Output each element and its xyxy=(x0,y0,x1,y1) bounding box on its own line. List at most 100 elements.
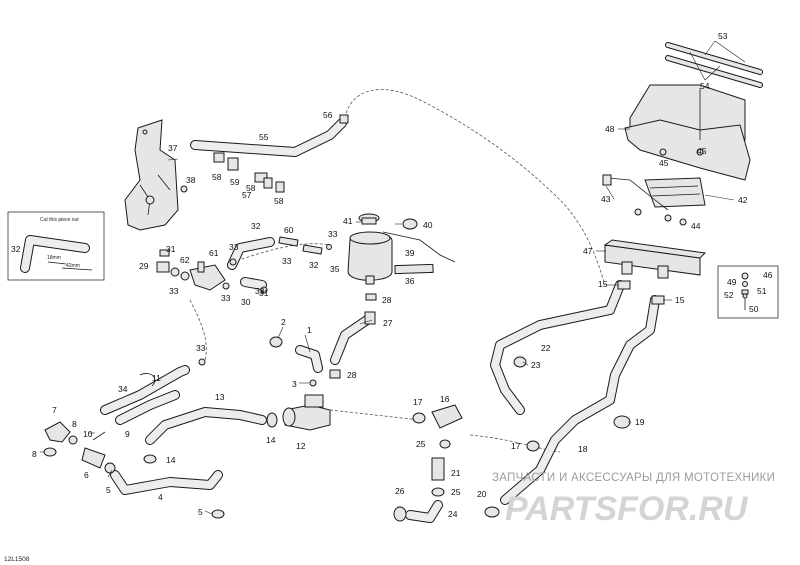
hose-18 xyxy=(500,280,665,505)
hose-27 xyxy=(329,311,376,379)
hose-34-9 xyxy=(100,358,206,425)
callout-13: 13 xyxy=(215,392,225,402)
callout-6: 6 xyxy=(84,470,89,480)
callout-36: 36 xyxy=(405,276,415,286)
callout-17-b: 17 xyxy=(511,441,521,451)
callout-53: 53 xyxy=(718,31,728,41)
bracket-37 xyxy=(124,119,179,231)
inset-title: Cut this piece out xyxy=(40,217,79,223)
callout-45-a: 45 xyxy=(659,158,669,168)
callout-5-a: 5 xyxy=(106,485,111,495)
tee-16-parts xyxy=(393,404,500,523)
hose-1 xyxy=(269,336,323,387)
callout-51: 51 xyxy=(757,286,767,296)
callout-50: 50 xyxy=(749,304,759,314)
callout-33-e: 33 xyxy=(328,229,338,239)
callout-37: 37 xyxy=(168,143,178,153)
callout-33-b: 33 xyxy=(229,242,239,252)
watermark-logo: PARTSFOR.RU xyxy=(505,490,749,528)
cooler-42 xyxy=(602,148,706,226)
callout-29: 29 xyxy=(139,261,149,271)
callout-38: 38 xyxy=(186,175,196,185)
callout-numbers: 1 2 3 4 5 5 6 7 8 8 9 10 11 12 13 14 14 … xyxy=(11,31,773,519)
callout-32-b: 32 xyxy=(251,221,261,231)
callout-54: 54 xyxy=(700,81,710,91)
callout-44: 44 xyxy=(691,221,701,231)
callout-24: 24 xyxy=(448,509,458,519)
callout-15-a: 15 xyxy=(598,279,608,289)
pump-12 xyxy=(266,394,331,431)
callout-58-c: 58 xyxy=(274,196,284,206)
callout-14-a: 14 xyxy=(266,435,276,445)
callout-33-g: 33 xyxy=(255,286,265,296)
callout-4: 4 xyxy=(158,492,163,502)
callout-40: 40 xyxy=(423,220,433,230)
callout-3: 3 xyxy=(292,379,297,389)
vent-line-middle xyxy=(231,243,331,263)
callout-48: 48 xyxy=(605,124,615,134)
callout-22: 22 xyxy=(541,343,551,353)
callout-25-a: 25 xyxy=(416,439,426,449)
callout-49: 49 xyxy=(727,277,737,287)
callout-25-b: 25 xyxy=(451,487,461,497)
callout-62: 62 xyxy=(180,255,190,265)
vent-line-upper xyxy=(344,89,606,286)
callout-59: 59 xyxy=(230,177,240,187)
cut-piece-inset xyxy=(7,211,105,281)
callout-11: 11 xyxy=(152,373,161,383)
callout-19: 19 xyxy=(635,417,645,427)
reservoir-47 xyxy=(603,239,707,279)
callout-16: 16 xyxy=(440,394,450,404)
inset-dim-a: 18mm xyxy=(47,255,61,261)
callout-32-a: 32 xyxy=(11,244,21,254)
callout-9: 9 xyxy=(125,429,130,439)
callout-12: 12 xyxy=(296,441,306,451)
callout-31-a: 31 xyxy=(166,244,176,254)
callout-14-b: 14 xyxy=(166,455,176,465)
callout-7: 7 xyxy=(52,405,57,415)
callout-47: 47 xyxy=(583,246,593,256)
callout-17-a: 17 xyxy=(413,397,423,407)
callout-43: 43 xyxy=(601,194,611,204)
callout-2: 2 xyxy=(281,317,286,327)
watermark: ЗАПЧАСТИ И АКСЕССУАРЫ ДЛЯ МОТОТЕХНИКИ PA… xyxy=(492,472,775,528)
callout-45-b: 45 xyxy=(697,146,707,156)
callout-33-d: 33 xyxy=(282,256,292,266)
callout-33-a: 33 xyxy=(169,286,179,296)
callout-58-a: 58 xyxy=(212,172,222,182)
callout-8-b: 8 xyxy=(32,449,37,459)
callout-28-b: 28 xyxy=(382,295,392,305)
callout-35: 35 xyxy=(330,264,340,274)
callout-60: 60 xyxy=(284,225,294,235)
callout-42: 42 xyxy=(738,195,748,205)
hardware-inset xyxy=(717,265,779,319)
hose-13 xyxy=(145,407,267,445)
callout-31-b: 31 xyxy=(259,288,269,298)
callout-18: 18 xyxy=(578,444,588,454)
cover-48 xyxy=(618,84,751,181)
callout-15-b: 15 xyxy=(675,295,685,305)
elbow-fittings xyxy=(43,421,116,474)
callout-32-c: 32 xyxy=(309,260,319,270)
callout-52: 52 xyxy=(724,290,734,300)
callout-23: 23 xyxy=(531,360,541,370)
strip-53-54 xyxy=(665,40,763,88)
callout-27: 27 xyxy=(383,318,393,328)
vent-line-lower xyxy=(189,299,207,361)
callout-28-a: 28 xyxy=(347,370,357,380)
callout-30: 30 xyxy=(241,297,251,307)
expansion-tank xyxy=(347,213,456,301)
callout-58-b: 58 xyxy=(246,183,256,193)
callout-39: 39 xyxy=(405,248,415,258)
overflow-line xyxy=(329,409,421,421)
callout-41: 41 xyxy=(343,216,353,226)
callout-57: 57 xyxy=(242,190,252,200)
callout-5-b: 5 xyxy=(198,507,203,517)
callout-26: 26 xyxy=(395,486,405,496)
callout-8-a: 8 xyxy=(72,419,77,429)
callout-20: 20 xyxy=(477,489,487,499)
callout-55: 55 xyxy=(259,132,269,142)
callout-34: 34 xyxy=(118,384,128,394)
